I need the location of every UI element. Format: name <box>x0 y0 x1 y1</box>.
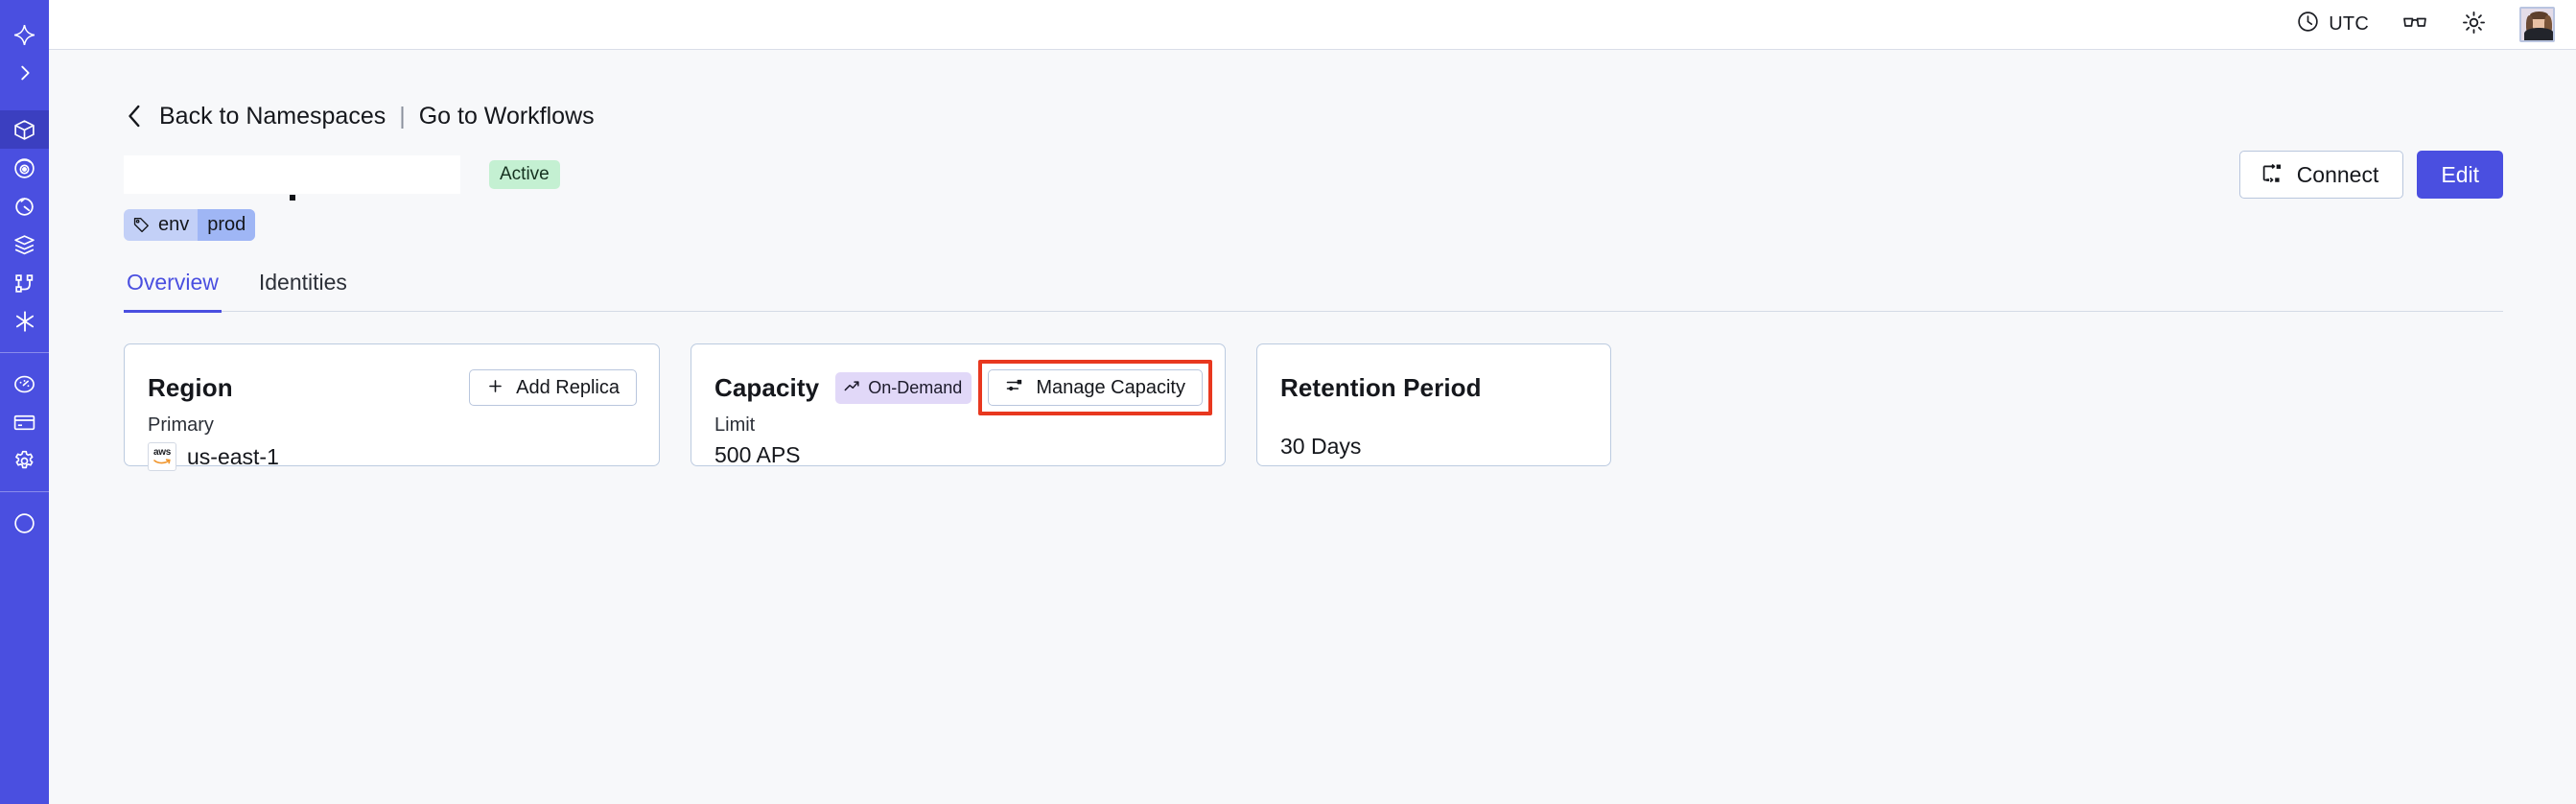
avatar-hair-left <box>2526 15 2533 32</box>
glasses-icon <box>2401 9 2428 40</box>
tab-identities[interactable]: Identities <box>258 270 347 295</box>
region-card-action-wrap: Add Replica <box>469 369 637 406</box>
on-demand-badge: On-Demand <box>835 371 972 404</box>
timezone-label: UTC <box>2329 13 2369 35</box>
main-area: UTC <box>49 0 2576 804</box>
region-card-title: Region <box>148 372 233 402</box>
chevron-right-icon <box>14 62 35 83</box>
tag-icon <box>132 216 151 234</box>
retention-card: Retention Period 30 Days <box>1256 343 1611 466</box>
aws-logo-icon: aws <box>148 442 176 471</box>
overview-cards: Region Add Replica <box>124 343 2503 471</box>
page-header-row: Active <box>124 151 2503 201</box>
sidebar-item-integrations[interactable] <box>0 302 49 341</box>
title-descender-artifact <box>290 195 295 201</box>
connect-icon <box>2260 161 2284 189</box>
region-primary-label: Primary <box>148 414 214 436</box>
capacity-card-title: Capacity <box>714 372 820 402</box>
sidebar-item-observability[interactable] <box>0 149 49 187</box>
aws-wordmark: aws <box>152 447 171 458</box>
asterisk-icon <box>12 309 37 334</box>
help-icon <box>12 511 36 535</box>
topbar: UTC <box>49 0 2576 50</box>
manage-capacity-label: Manage Capacity <box>1036 377 1185 398</box>
header-actions: Connect Edit <box>2238 151 2503 199</box>
breadcrumb-workflows-link[interactable]: Go to Workflows <box>418 102 595 130</box>
credit-card-icon <box>12 411 36 435</box>
page-title <box>124 155 460 201</box>
plus-icon <box>486 377 504 399</box>
tab-bar: Overview Identities <box>124 270 2503 313</box>
breadcrumb-separator: | <box>399 102 406 130</box>
edit-button-label: Edit <box>2441 161 2479 187</box>
gauge-icon <box>12 372 36 396</box>
avatar-fringe <box>2530 12 2548 19</box>
logo-icon <box>12 23 36 47</box>
chevron-left-icon[interactable] <box>124 102 146 130</box>
git-branch-icon <box>12 272 36 296</box>
tab-overview[interactable]: Overview <box>124 270 222 313</box>
timezone-selector[interactable]: UTC <box>2296 10 2369 39</box>
sidebar-item-namespaces[interactable] <box>0 110 49 149</box>
eye-target-icon <box>12 156 36 180</box>
capacity-card-action-wrap: Manage Capacity <box>978 360 1212 415</box>
trending-up-icon <box>843 377 861 398</box>
tag-value: prod <box>198 209 256 241</box>
edit-button[interactable]: Edit <box>2417 151 2503 199</box>
breadcrumb-back-link[interactable]: Back to Namespaces <box>159 102 386 130</box>
avatar-hair-right <box>2544 15 2552 35</box>
connect-button-label: Connect <box>2296 161 2379 187</box>
theme-toggle-button[interactable] <box>2461 10 2487 40</box>
gear-icon <box>12 449 36 473</box>
page-content: Back to Namespaces | Go to Workflows Act… <box>49 50 2576 804</box>
content-inner: Back to Namespaces | Go to Workflows Act… <box>49 102 2576 471</box>
sidebar-item-usage[interactable] <box>0 365 49 403</box>
sidebar-item-expand[interactable] <box>0 54 49 92</box>
sidebar-divider-2 <box>0 491 49 492</box>
retention-value: 30 Days <box>1280 434 1362 459</box>
clock-icon <box>2296 10 2320 39</box>
tags-row: env prod <box>124 209 2503 241</box>
layers-icon <box>12 233 36 257</box>
region-card: Region Add Replica <box>124 343 660 471</box>
add-replica-button[interactable]: Add Replica <box>469 369 637 406</box>
sidebar <box>0 0 49 804</box>
retention-card-header: Retention Period <box>1280 367 1588 408</box>
status-badge: Active <box>489 160 560 189</box>
glasses-icon-button[interactable] <box>2401 9 2428 40</box>
region-value: us-east-1 <box>187 443 279 469</box>
manage-capacity-button[interactable]: Manage Capacity <box>988 369 1203 406</box>
avatar-body <box>2524 28 2553 40</box>
sidebar-item-settings[interactable] <box>0 441 49 480</box>
retention-card-title: Retention Period <box>1280 372 1482 402</box>
on-demand-badge-label: On-Demand <box>868 377 963 397</box>
tag-key: env <box>158 214 190 235</box>
region-card-header: Region Add Replica <box>148 367 637 408</box>
capacity-limit-label: Limit <box>714 414 756 436</box>
tag-chip-env[interactable]: env prod <box>124 209 256 241</box>
capacity-card: Capacity On-Demand <box>691 343 1226 467</box>
breadcrumb: Back to Namespaces | Go to Workflows <box>124 102 2503 130</box>
timer-icon <box>12 195 36 219</box>
sidebar-item-logo[interactable] <box>0 15 49 54</box>
sun-icon <box>2461 10 2487 40</box>
add-replica-label: Add Replica <box>516 377 620 398</box>
sidebar-item-help[interactable] <box>0 504 49 542</box>
sidebar-item-schedules[interactable] <box>0 187 49 225</box>
connect-button[interactable]: Connect <box>2238 151 2404 199</box>
sliders-icon <box>1005 376 1024 399</box>
region-value-row: aws us-east-1 <box>148 442 637 471</box>
sidebar-item-nexus[interactable] <box>0 225 49 264</box>
sidebar-item-billing[interactable] <box>0 403 49 441</box>
capacity-limit-value: 500 APS <box>714 442 801 467</box>
sidebar-divider-1 <box>0 352 49 353</box>
cube-icon <box>12 118 36 142</box>
sidebar-item-workflows[interactable] <box>0 264 49 302</box>
avatar[interactable] <box>2519 7 2555 42</box>
capacity-card-header: Capacity On-Demand <box>714 360 1212 415</box>
